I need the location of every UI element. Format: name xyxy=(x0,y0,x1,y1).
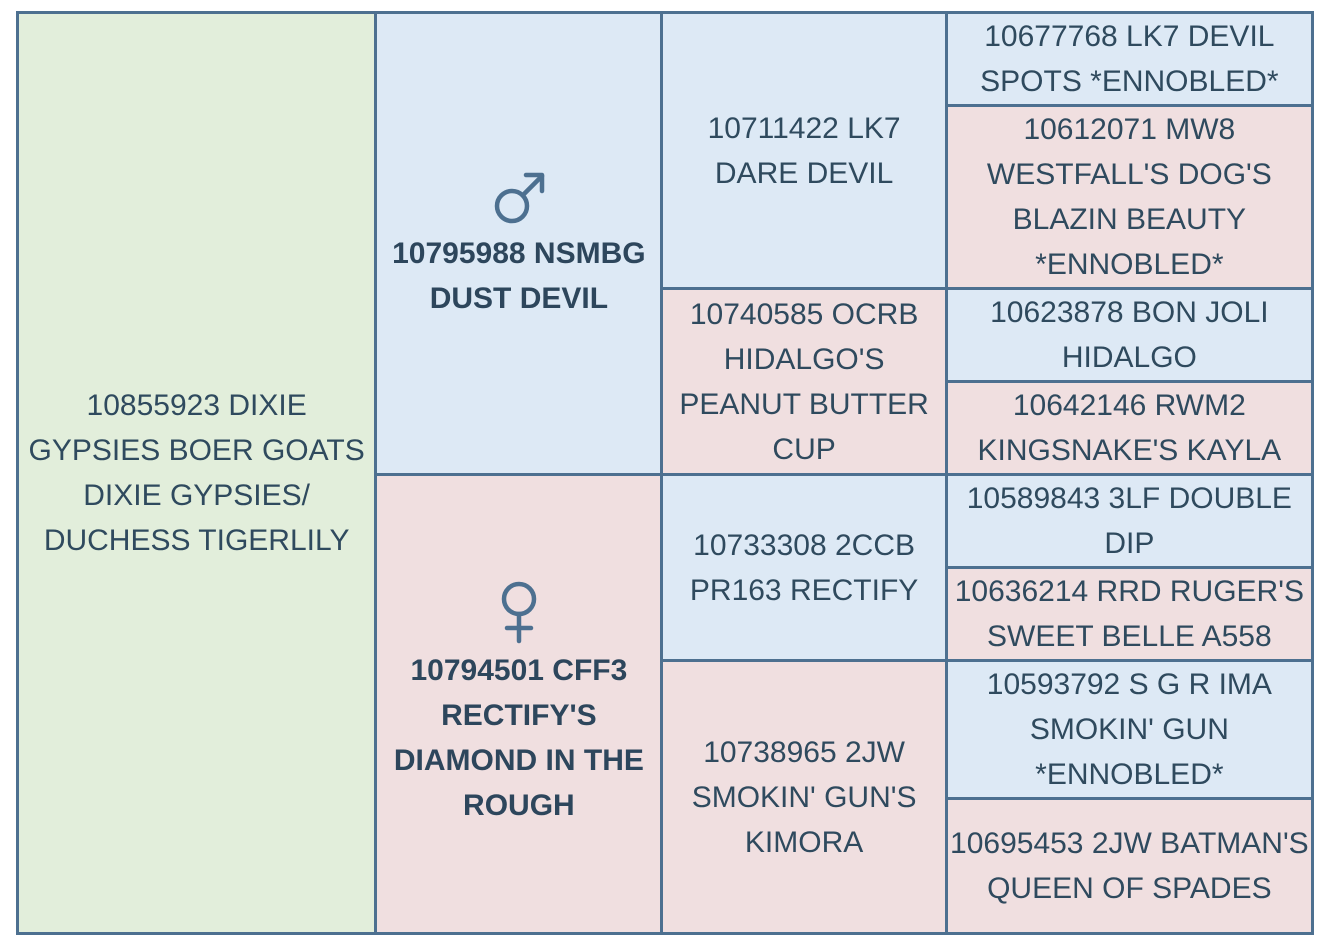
subject-name: 10855923 DIXIE GYPSIES BOER GOATS DIXIE … xyxy=(28,389,365,557)
dam-sire-sire-name: 10589843 3LF DOUBLE DIP xyxy=(966,482,1292,560)
dam-sire-cell: 10733308 2CCB PR163 RECTIFY xyxy=(660,473,948,662)
sire-sire-dam-name: 10612071 MW8 WESTFALL'S DOG'S BLAZIN BEA… xyxy=(986,113,1272,281)
dam-sire-name: 10733308 2CCB PR163 RECTIFY xyxy=(689,528,919,607)
sire-cell: 10795988 NSMBG DUST DEVIL xyxy=(374,11,664,476)
pedigree-table: 10855923 DIXIE GYPSIES BOER GOATS DIXIE … xyxy=(15,11,1315,935)
sire-sire-sire-name: 10677768 LK7 DEVIL SPOTS *ENNOBLED* xyxy=(980,20,1279,98)
sire-dam-name: 10740585 OCRB HIDALGO'S PEANUT BUTTER CU… xyxy=(679,297,929,466)
subject-cell: 10855923 DIXIE GYPSIES BOER GOATS DIXIE … xyxy=(15,11,378,935)
dam-dam-dam-name: 10695453 2JW BATMAN'S QUEEN OF SPADES xyxy=(950,827,1309,905)
dam-name: 10794501 CFF3 RECTIFY'S DIAMOND IN THE R… xyxy=(393,654,644,822)
dam-dam-dam-cell: 10695453 2JW BATMAN'S QUEEN OF SPADES xyxy=(944,797,1315,935)
dam-dam-sire-cell: 10593792 S G R IMA SMOKIN' GUN *ENNOBLED… xyxy=(944,659,1315,800)
sire-dam-sire-name: 10623878 BON JOLI HIDALGO xyxy=(990,296,1269,374)
dam-dam-name: 10738965 2JW SMOKIN' GUN'S KIMORA xyxy=(691,735,917,859)
sire-dam-sire-cell: 10623878 BON JOLI HIDALGO xyxy=(944,287,1315,383)
sire-dam-dam-name: 10642146 RWM2 KINGSNAKE'S KAYLA xyxy=(977,389,1282,467)
sire-sire-dam-cell: 10612071 MW8 WESTFALL'S DOG'S BLAZIN BEA… xyxy=(944,104,1315,290)
female-symbol-icon xyxy=(379,580,658,644)
sire-sire-cell: 10711422 LK7 DARE DEVIL xyxy=(660,11,948,290)
dam-dam-sire-name: 10593792 S G R IMA SMOKIN' GUN *ENNOBLED… xyxy=(986,668,1272,791)
dam-sire-sire-cell: 10589843 3LF DOUBLE DIP xyxy=(944,473,1315,569)
dam-dam-cell: 10738965 2JW SMOKIN' GUN'S KIMORA xyxy=(660,659,948,935)
sire-sire-name: 10711422 LK7 DARE DEVIL xyxy=(707,111,901,190)
dam-sire-dam-name: 10636214 RRD RUGER'S SWEET BELLE A558 xyxy=(954,575,1304,653)
sire-dam-dam-cell: 10642146 RWM2 KINGSNAKE'S KAYLA xyxy=(944,380,1315,476)
sire-sire-sire-cell: 10677768 LK7 DEVIL SPOTS *ENNOBLED* xyxy=(944,11,1315,107)
dam-cell: 10794501 CFF3 RECTIFY'S DIAMOND IN THE R… xyxy=(374,473,664,935)
male-symbol-icon xyxy=(379,167,658,227)
sire-dam-cell: 10740585 OCRB HIDALGO'S PEANUT BUTTER CU… xyxy=(660,287,948,476)
sire-name: 10795988 NSMBG DUST DEVIL xyxy=(392,236,646,315)
dam-sire-dam-cell: 10636214 RRD RUGER'S SWEET BELLE A558 xyxy=(944,566,1315,662)
